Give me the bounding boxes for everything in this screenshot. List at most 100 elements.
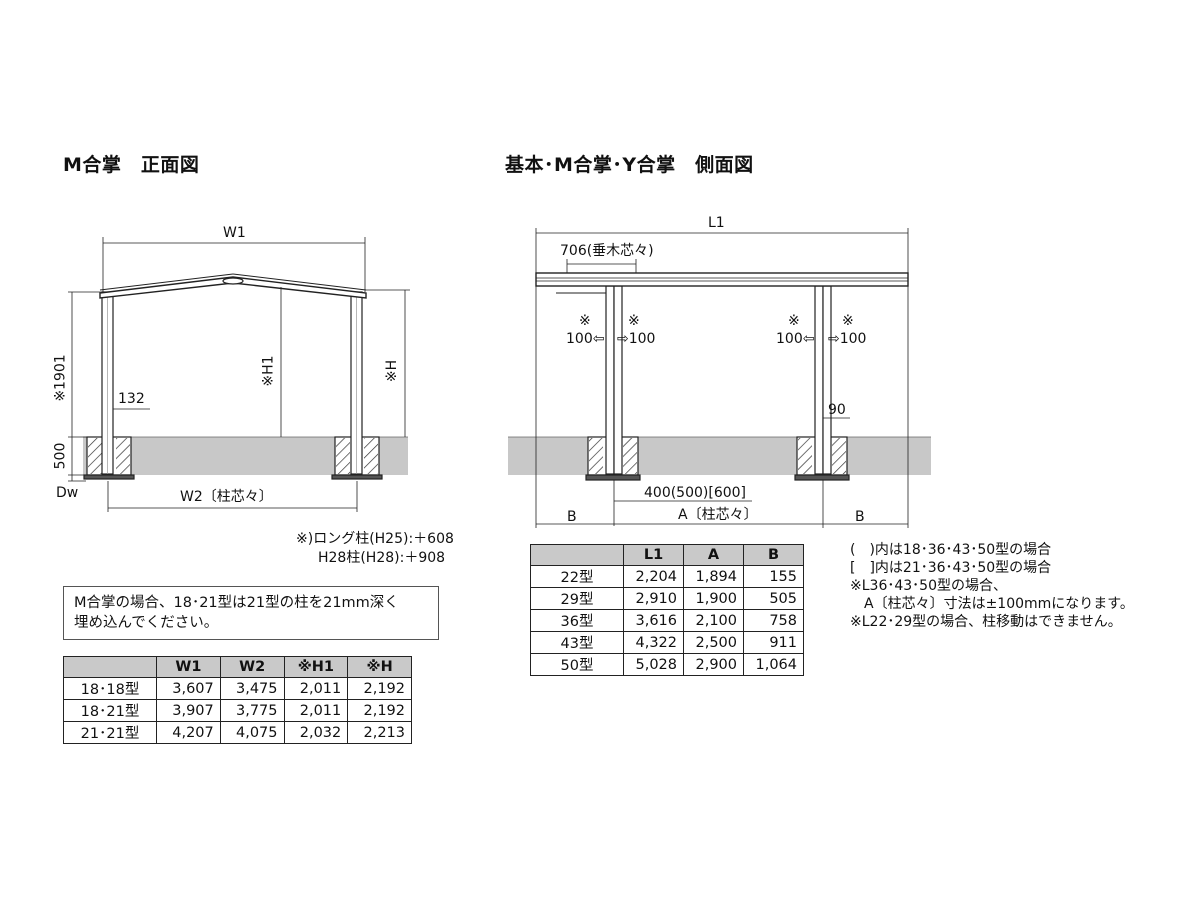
table-cell: 21･21型 — [63, 721, 157, 744]
table-header-row: L1 A B — [530, 544, 804, 566]
w1-label: W1 — [223, 225, 246, 241]
table-header: B — [743, 544, 804, 566]
h-label: ※H — [384, 359, 401, 383]
table-header: A — [683, 544, 744, 566]
side-spec-table: L1 A B 22型 2,204 1,894 155 29型 2,910 1,9… — [530, 544, 804, 676]
w2-label: W2〔柱芯々〕 — [180, 489, 273, 505]
table-cell: 3,616 — [623, 609, 684, 632]
info-box: M合掌の場合、18･21型は21型の柱を21mm深く 埋め込んでください。 — [63, 586, 439, 640]
side-post-left-front — [605, 285, 615, 475]
table-header: L1 — [623, 544, 684, 566]
side-view-title: 基本･M合掌･Y合掌 側面図 — [505, 154, 754, 176]
side-note: A〔柱芯々〕寸法は±100mmになります。 — [850, 596, 1134, 612]
side-notes: ( )内は18･36･43･50型の場合 [ ]内は21･36･43･50型の場… — [850, 541, 1134, 631]
table-cell: 758 — [743, 609, 804, 632]
dim-100-right-2: ⇨100 — [828, 331, 867, 347]
table-row: 43型 4,322 2,500 911 — [530, 631, 804, 654]
table-cell: 2,032 — [283, 721, 349, 744]
side-note: [ ]内は21･36･43･50型の場合 — [850, 560, 1052, 576]
table-cell: 3,775 — [219, 699, 285, 722]
table-cell: 3,475 — [219, 677, 285, 700]
table-cell: 18･18型 — [63, 677, 157, 700]
table-cell: 505 — [743, 587, 804, 610]
h1901-label: ※1901 — [52, 354, 69, 402]
dim-132-label: 132 — [118, 391, 145, 407]
table-cell: 50型 — [530, 653, 624, 676]
side-footing-left — [585, 436, 641, 481]
a-label: A〔柱芯々〕 — [678, 507, 758, 523]
table-cell: 2,500 — [683, 631, 744, 654]
table-cell: 1,894 — [683, 565, 744, 588]
table-cell: 2,192 — [347, 677, 412, 700]
info-box-line-2: 埋め込んでください。 — [74, 615, 219, 631]
table-header — [530, 544, 624, 566]
info-box-line-1: M合掌の場合、18･21型は21型の柱を21mm深く — [74, 595, 399, 611]
h1-label: ※H1 — [260, 355, 277, 387]
dw-label: Dw — [56, 485, 79, 501]
table-cell: 155 — [743, 565, 804, 588]
table-cell: 18･21型 — [63, 699, 157, 722]
front-view-drawing — [68, 237, 410, 512]
side-post-left-back — [613, 285, 623, 475]
table-cell: 2,192 — [347, 699, 412, 722]
table-header — [63, 656, 157, 678]
dim-500-label: 500 — [52, 442, 69, 470]
front-spec-table: W1 W2 ※H1 ※H 18･18型 3,607 3,475 2,011 2,… — [63, 656, 412, 744]
table-cell: 2,011 — [283, 699, 349, 722]
front-view-title: M合掌 正面図 — [63, 154, 200, 176]
table-cell: 2,213 — [347, 721, 412, 744]
table-cell: 1,900 — [683, 587, 744, 610]
table-cell: 2,011 — [283, 677, 349, 700]
table-row: 18･18型 3,607 3,475 2,011 2,192 — [63, 677, 412, 700]
kome-mark-2: ※ — [628, 313, 640, 329]
table-cell: 43型 — [530, 631, 624, 654]
dim-100-right-1: ⇨100 — [617, 331, 656, 347]
table-cell: 29型 — [530, 587, 624, 610]
table-row: 36型 3,616 2,100 758 — [530, 609, 804, 632]
kome-mark-3: ※ — [788, 313, 800, 329]
long-post-note-1: ※)ロング柱(H25):＋608 — [296, 531, 454, 547]
table-cell: 3,907 — [156, 699, 221, 722]
table-cell: 3,607 — [156, 677, 221, 700]
table-row: 29型 2,910 1,900 505 — [530, 587, 804, 610]
table-row: 50型 5,028 2,900 1,064 — [530, 653, 804, 676]
l1-label: L1 — [708, 215, 725, 231]
side-note: ※L36･43･50型の場合、 — [850, 578, 1007, 594]
table-cell: 22型 — [530, 565, 624, 588]
b-right-label: B — [855, 509, 865, 525]
table-cell: 2,900 — [683, 653, 744, 676]
table-header: ※H — [347, 656, 412, 678]
long-post-note-2: H28柱(H28):＋908 — [318, 550, 446, 566]
table-cell: 1,064 — [743, 653, 804, 676]
table-cell: 2,100 — [683, 609, 744, 632]
table-cell: 5,028 — [623, 653, 684, 676]
dim-90-label: 90 — [828, 402, 846, 418]
side-post-right-front — [814, 285, 824, 475]
side-note: ※L22･29型の場合、柱移動はできません。 — [850, 614, 1122, 630]
table-cell: 2,910 — [623, 587, 684, 610]
dim-400-label: 400(500)[600] — [644, 485, 747, 501]
dim-100-left-1: 100⇦ — [566, 331, 605, 347]
side-ground — [508, 437, 931, 475]
table-row: 18･21型 3,907 3,775 2,011 2,192 — [63, 699, 412, 722]
table-cell: 4,075 — [219, 721, 285, 744]
kome-mark-1: ※ — [579, 313, 591, 329]
b-left-label: B — [567, 509, 577, 525]
table-cell: 36型 — [530, 609, 624, 632]
table-row: 22型 2,204 1,894 155 — [530, 565, 804, 588]
table-row: 21･21型 4,207 4,075 2,032 2,213 — [63, 721, 412, 744]
table-header-row: W1 W2 ※H1 ※H — [63, 656, 412, 678]
table-cell: 911 — [743, 631, 804, 654]
dim-100-left-2: 100⇦ — [776, 331, 815, 347]
side-note: ( )内は18･36･43･50型の場合 — [850, 542, 1052, 558]
side-roof — [535, 272, 909, 287]
side-view-drawing — [508, 228, 931, 528]
rafter-spacing-label: 706(垂木芯々) — [560, 243, 654, 259]
table-header: W2 — [219, 656, 285, 678]
kome-mark-4: ※ — [842, 313, 854, 329]
table-cell: 2,204 — [623, 565, 684, 588]
table-cell: 4,322 — [623, 631, 684, 654]
side-post-right-back — [822, 285, 832, 475]
table-header: W1 — [156, 656, 221, 678]
